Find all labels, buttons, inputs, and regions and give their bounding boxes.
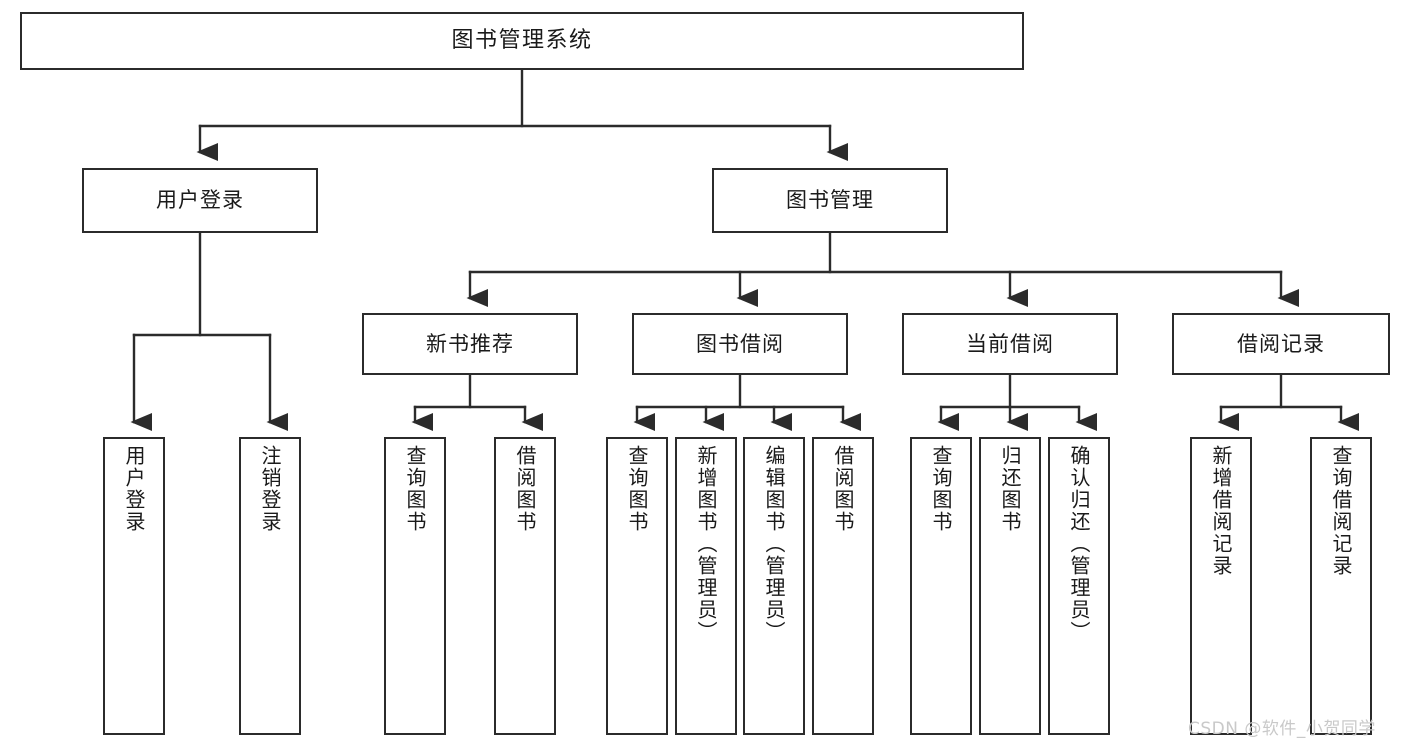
node-current-borrowing[interactable]: 当前借阅: [902, 313, 1118, 375]
node-label: 图书管理: [786, 188, 874, 213]
node-label: 新书推荐: [426, 331, 514, 356]
node-label: 查询图书: [403, 445, 427, 533]
watermark: CSDN @软件_小贺同学: [1188, 719, 1376, 739]
leaf-new-book-query[interactable]: 查询图书: [384, 437, 446, 735]
leaf-borrow-add-book-admin[interactable]: 新增图书（管理员）: [675, 437, 737, 735]
leaf-record-query-borrow-record[interactable]: 查询借阅记录: [1310, 437, 1372, 735]
node-label: 图书管理系统: [451, 28, 593, 54]
node-label: 用户登录: [156, 188, 244, 213]
leaf-current-query-book[interactable]: 查询图书: [910, 437, 972, 735]
node-label: 查询借阅记录: [1329, 445, 1353, 577]
leaf-new-book-borrow[interactable]: 借阅图书: [494, 437, 556, 735]
node-borrowing-record[interactable]: 借阅记录: [1172, 313, 1390, 375]
node-label: 编辑图书（管理员）: [762, 445, 786, 643]
node-label: 借阅记录: [1237, 331, 1325, 356]
leaf-record-add-borrow-record[interactable]: 新增借阅记录: [1190, 437, 1252, 735]
leaf-current-return-book[interactable]: 归还图书: [979, 437, 1041, 735]
leaf-user-login-logout[interactable]: 注销登录: [239, 437, 301, 735]
node-label: 用户登录: [122, 445, 146, 533]
node-label: 图书借阅: [696, 331, 784, 356]
leaf-current-confirm-return-admin[interactable]: 确认归还（管理员）: [1048, 437, 1110, 735]
node-label: 借阅图书: [513, 445, 537, 533]
node-label: 确认归还（管理员）: [1067, 445, 1091, 643]
leaf-borrow-borrow-book[interactable]: 借阅图书: [812, 437, 874, 735]
node-book-management[interactable]: 图书管理: [712, 168, 948, 233]
node-label: 当前借阅: [966, 331, 1054, 356]
node-book-borrowing[interactable]: 图书借阅: [632, 313, 848, 375]
node-label: 新增图书（管理员）: [694, 445, 718, 643]
node-label: 查询图书: [625, 445, 649, 533]
leaf-borrow-edit-book-admin[interactable]: 编辑图书（管理员）: [743, 437, 805, 735]
node-root-book-management-system[interactable]: 图书管理系统: [20, 12, 1024, 70]
node-user-login[interactable]: 用户登录: [82, 168, 318, 233]
leaf-user-login-login[interactable]: 用户登录: [103, 437, 165, 735]
node-label: 查询图书: [929, 445, 953, 533]
node-label: 借阅图书: [831, 445, 855, 533]
node-label: 新增借阅记录: [1209, 445, 1233, 577]
node-label: 注销登录: [258, 445, 282, 533]
node-new-book-recommendation[interactable]: 新书推荐: [362, 313, 578, 375]
node-label: 归还图书: [998, 445, 1022, 533]
leaf-borrow-query-book[interactable]: 查询图书: [606, 437, 668, 735]
